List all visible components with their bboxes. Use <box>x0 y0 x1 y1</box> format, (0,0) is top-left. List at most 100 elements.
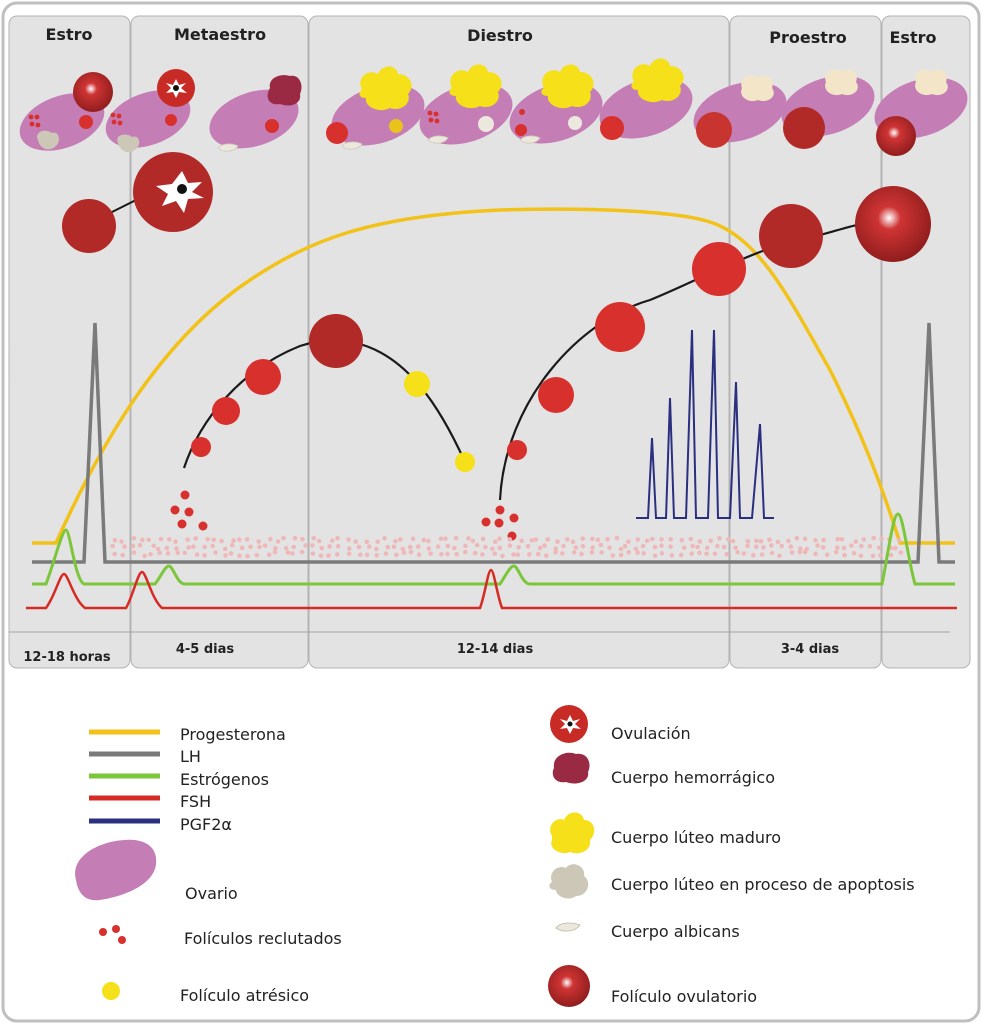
small-follicle-dot <box>244 537 250 542</box>
small-follicle-dot <box>291 544 297 550</box>
phase-title-proestro: Proestro <box>769 28 847 47</box>
small-follicle-dot <box>142 553 147 559</box>
small-follicle-dot <box>650 536 655 542</box>
small-follicle-dot <box>158 536 164 542</box>
small-follicle-dot <box>553 546 558 551</box>
small-follicle-dot <box>254 552 260 558</box>
recruited-follicle-icon <box>111 119 117 125</box>
small-follicle-dot <box>507 543 513 548</box>
small-follicle-dot <box>682 545 687 550</box>
small-follicle-dot <box>445 543 451 549</box>
ovulatory-follicle-legend-icon <box>548 965 590 1007</box>
small-follicle-dot <box>318 553 324 558</box>
small-follicle-dot <box>300 536 305 542</box>
small-follicle-dot <box>480 552 485 557</box>
small-follicle-dot <box>555 539 560 544</box>
legend-label-progesterona: Progesterona <box>180 725 286 744</box>
albicans-legend-icon <box>555 922 581 932</box>
small-follicle-dot <box>319 545 325 551</box>
phase-title-estro-2: Estro <box>890 28 937 47</box>
panel-estro-1 <box>8 15 131 669</box>
small-follicle-dot <box>112 537 118 543</box>
hemorrhagic-corpus-icon <box>267 75 302 106</box>
small-follicle-dot <box>533 537 538 542</box>
small-follicle-dot <box>112 551 117 557</box>
legend-label-lh: LH <box>180 747 201 766</box>
hemorrhagic-legend-icon <box>552 752 590 784</box>
small-follicle-dot <box>590 536 595 542</box>
legend-label-ovario: Ovario <box>185 884 238 903</box>
small-follicle-dot <box>421 537 427 543</box>
apoptosis-corpus-icon <box>915 69 948 96</box>
small-follicle-dot <box>426 538 431 544</box>
small-follicle-dot <box>896 538 902 543</box>
small-follicle-dot <box>191 544 196 549</box>
small-follicle-dot <box>346 537 351 542</box>
small-follicle-dot <box>182 550 188 556</box>
small-follicle-dot <box>219 538 224 544</box>
small-follicle-dot <box>292 535 298 541</box>
small-follicle-dot <box>839 537 845 542</box>
small-follicle-dot <box>299 549 305 555</box>
small-follicle-dot <box>529 538 535 543</box>
small-follicle-dot <box>290 551 295 556</box>
recruited-follicle-icon <box>35 122 41 128</box>
small-follicle-dot <box>635 537 641 542</box>
small-follicle-dot <box>155 546 161 552</box>
small-follicle-dot <box>490 546 495 552</box>
recruited-follicle-icon <box>198 521 208 531</box>
phase-title-estro-1: Estro <box>46 25 93 44</box>
small-follicle-dot <box>400 546 406 552</box>
small-follicle-dot <box>565 537 570 542</box>
small-follicle-dot <box>879 536 884 542</box>
small-follicle-dot <box>537 545 543 551</box>
small-follicle-dot <box>545 537 550 542</box>
small-follicle-dot <box>472 550 478 556</box>
small-follicle-dot <box>741 551 747 556</box>
small-follicle-dot <box>769 543 774 548</box>
ovary-sequence <box>19 58 968 156</box>
small-follicle-dot <box>525 544 531 549</box>
albicans-icon <box>341 141 363 150</box>
small-follicle-dot <box>859 543 864 549</box>
small-follicle-dot <box>334 552 340 557</box>
small-follicle-dot <box>633 546 639 552</box>
small-follicle-dot <box>228 551 234 556</box>
small-follicle-dot <box>769 550 775 556</box>
small-follicle-dot <box>202 553 207 558</box>
ovum-icon <box>173 85 179 91</box>
small-follicle-dot <box>798 546 803 551</box>
small-follicle-dot <box>285 550 291 555</box>
small-follicle-dot <box>610 553 616 558</box>
small-follicle-dot <box>511 552 516 557</box>
small-follicle-dot <box>841 545 847 551</box>
duration-metaestro: 4-5 dias <box>176 642 235 657</box>
small-follicle-dot <box>867 544 873 549</box>
small-follicle-dot <box>580 536 586 541</box>
small-follicle-dot <box>237 537 242 542</box>
atretic-follicle-icon <box>389 119 403 133</box>
small-follicle-dot <box>222 546 228 552</box>
small-follicle-dot <box>164 545 170 551</box>
small-follicle-dot <box>618 546 624 552</box>
ovary-legend-icon <box>75 839 157 901</box>
small-follicle-dot <box>821 537 826 543</box>
small-follicle-dot <box>272 549 278 555</box>
small-follicle-dot <box>497 536 502 542</box>
recruited-follicle-icon <box>481 517 491 527</box>
legend-label-cuerpo-albicans: Cuerpo albicans <box>611 922 740 941</box>
albicans-icon <box>427 135 449 144</box>
ovary-stage-2 <box>105 69 195 153</box>
small-follicle-dot <box>721 544 727 550</box>
small-follicle-dot <box>223 553 228 558</box>
small-follicle-dot <box>120 552 125 558</box>
small-follicle-dot <box>726 537 731 542</box>
small-follicle-dot <box>858 553 864 558</box>
small-follicle-dot <box>668 537 673 542</box>
phase-durations: 12-18 horas 4-5 dias 12-14 dias 3-4 dias <box>23 642 839 665</box>
small-follicle-dot <box>439 552 444 557</box>
small-follicle-dot <box>186 545 191 550</box>
follicle-icon <box>515 124 527 136</box>
legend-label-pgf2a: PGF2α <box>180 815 232 834</box>
small-follicle-dot <box>374 546 379 552</box>
